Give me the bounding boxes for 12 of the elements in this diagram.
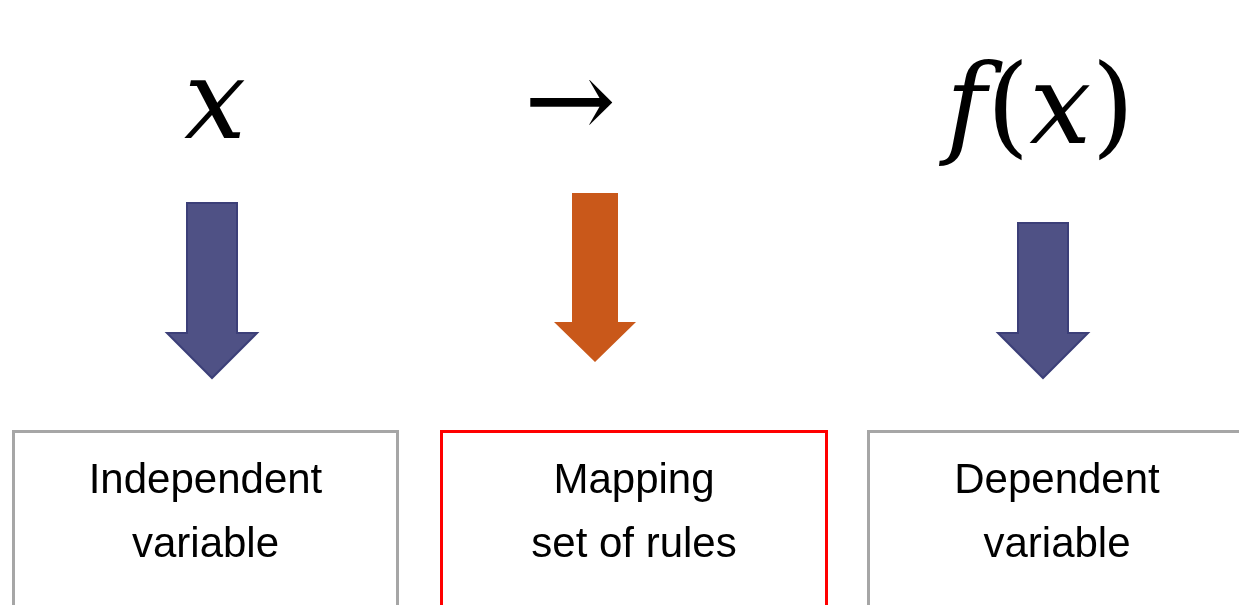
math-symbol: → <box>480 40 660 160</box>
block-arrow <box>164 202 260 380</box>
label-box <box>12 430 399 605</box>
box-label: Mapping set of rules <box>530 454 738 568</box>
math-symbol: f(x) <box>870 30 1210 180</box>
math-symbol: x <box>150 40 280 160</box>
box-label: Independent variable <box>87 454 324 568</box>
label-box <box>440 430 828 605</box>
block-arrow <box>554 193 636 362</box>
box-label: Dependent variable <box>953 454 1161 568</box>
label-box <box>867 430 1239 605</box>
block-arrow <box>995 222 1091 380</box>
